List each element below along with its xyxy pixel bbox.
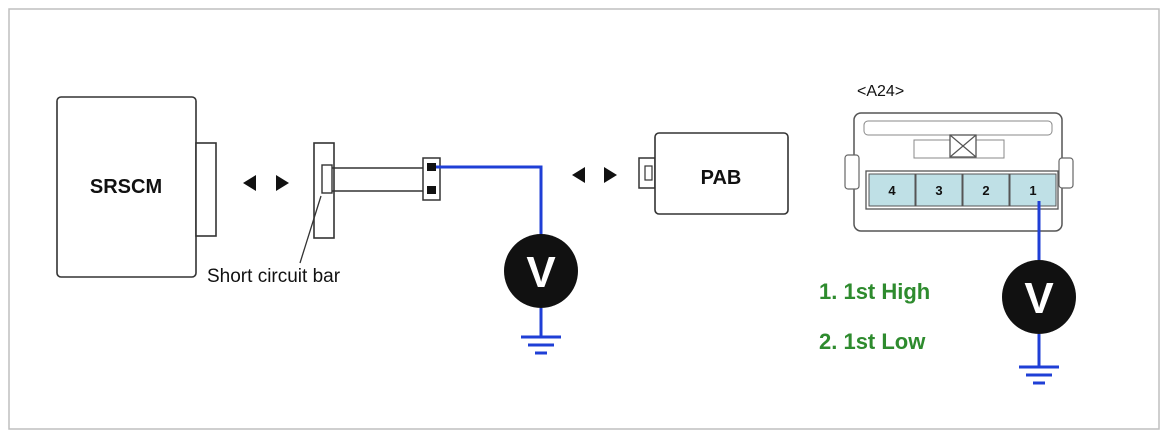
left-voltmeter-icon: V bbox=[504, 234, 578, 308]
disconnect-arrows-left-icon bbox=[243, 175, 289, 191]
disconnect-arrows-right-icon bbox=[572, 167, 617, 183]
pin-cell-1 bbox=[1009, 173, 1057, 207]
left-ground-icon bbox=[521, 335, 561, 355]
harness-connector bbox=[422, 157, 441, 201]
short-bar-leader-line bbox=[299, 195, 322, 264]
left-test-wire bbox=[436, 165, 543, 245]
pin-cell-2 bbox=[962, 173, 1010, 207]
pin-label: 2 bbox=[982, 183, 989, 198]
step-item: 2. 1st Low bbox=[819, 329, 926, 354]
lock-tab-icon bbox=[949, 134, 977, 158]
diagram-frame bbox=[8, 8, 1160, 430]
pin-label: 3 bbox=[935, 183, 942, 198]
right-voltmeter-icon: V bbox=[1002, 260, 1076, 334]
pab-module: PAB bbox=[638, 132, 789, 215]
pin-cell-3 bbox=[915, 173, 963, 207]
left-voltmeter-symbol: V bbox=[526, 248, 556, 297]
step-item: 1. 1st High bbox=[819, 279, 930, 304]
pin-label: 1 bbox=[1029, 183, 1036, 198]
short-bar-label: Short circuit bar bbox=[207, 266, 341, 287]
right-voltmeter-symbol: V bbox=[1024, 274, 1054, 323]
a24-connector: 4 3 2 1 bbox=[844, 112, 1074, 232]
srscm-module: SRSCM bbox=[56, 96, 217, 278]
right-ground-icon bbox=[1019, 365, 1059, 385]
connector-id-label: <A24> bbox=[857, 83, 904, 100]
pab-label: PAB bbox=[701, 167, 742, 189]
srscm-label: SRSCM bbox=[90, 176, 162, 198]
pin-cell-4 bbox=[868, 173, 916, 207]
srscm-connector bbox=[195, 142, 217, 237]
pin-label: 4 bbox=[888, 183, 896, 198]
short-circuit-bar bbox=[299, 142, 423, 264]
